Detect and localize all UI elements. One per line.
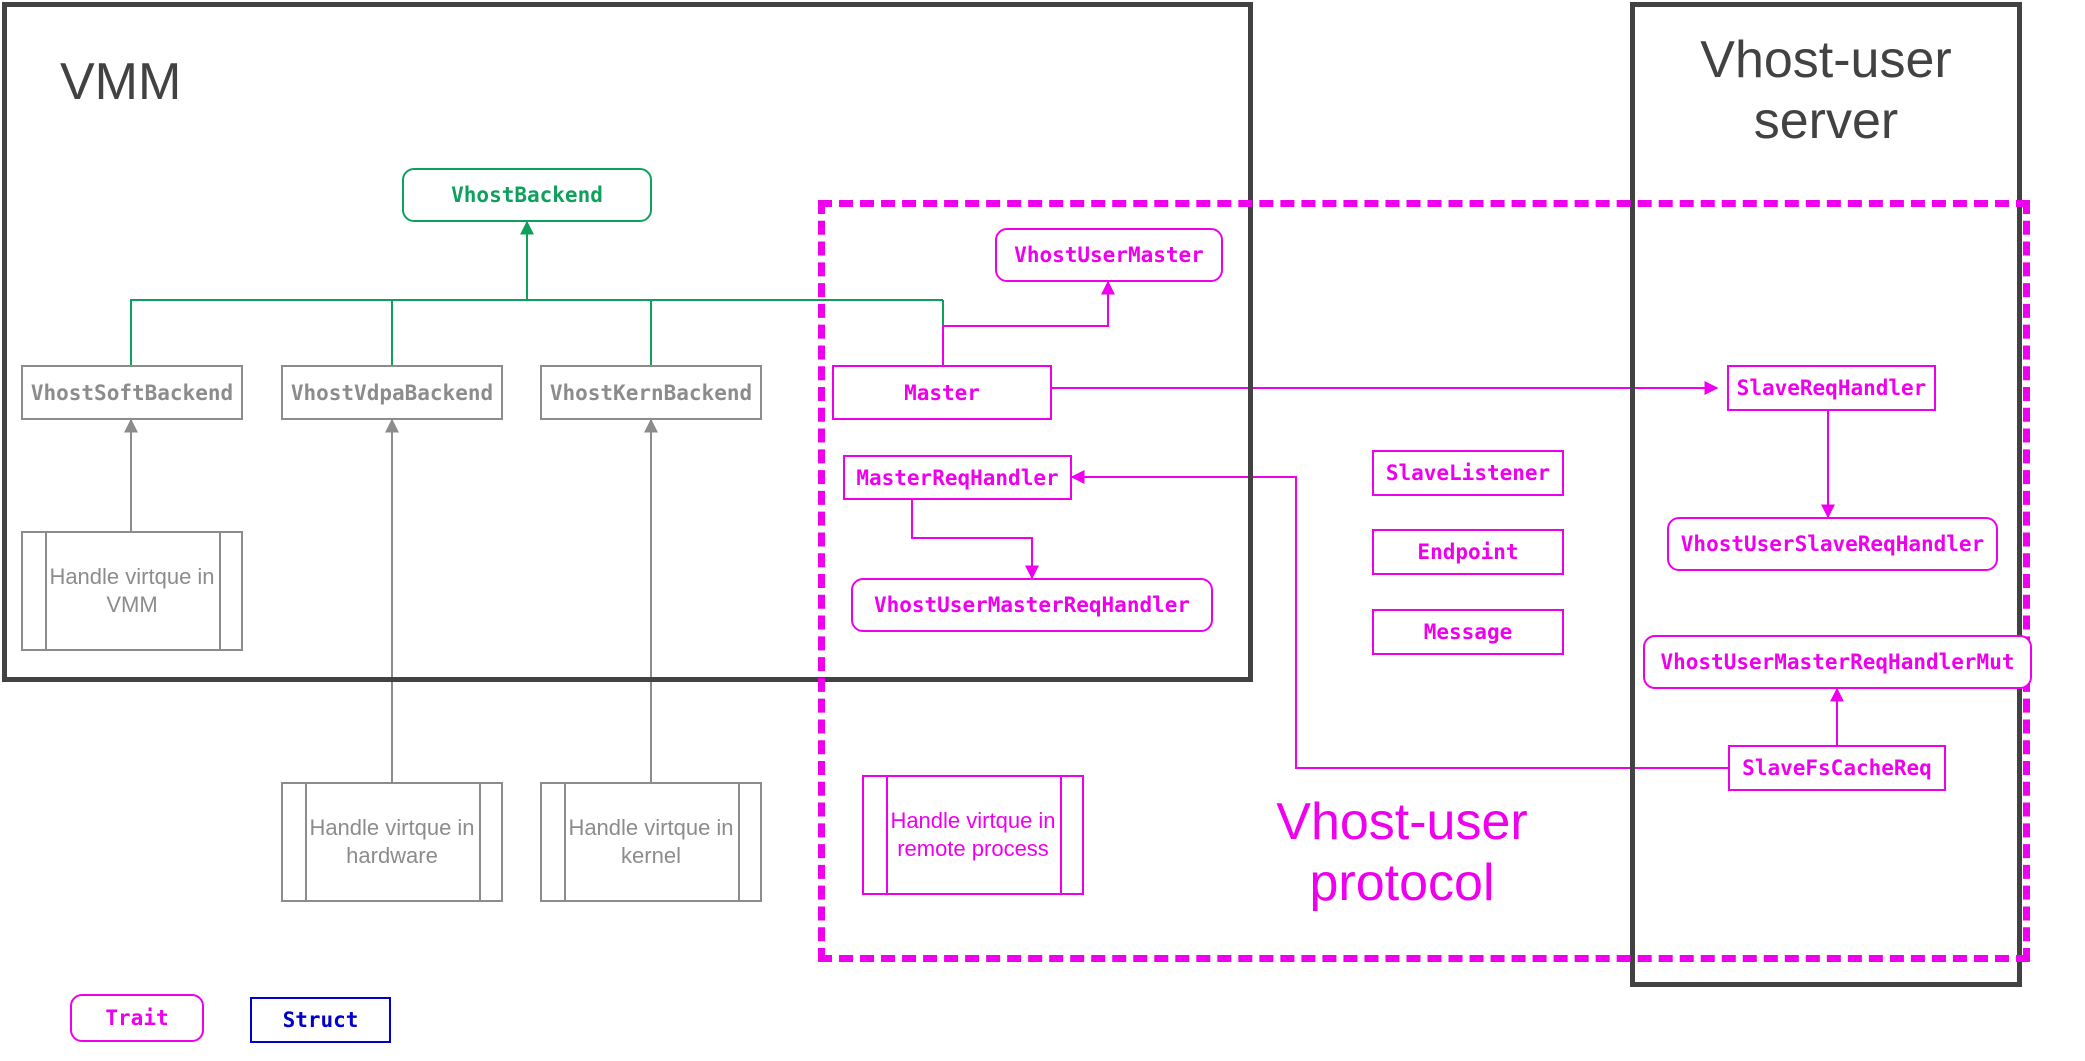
process-outline [21,531,243,651]
edge-masterreqhandler-to-vhostusermasterreqhandler [911,500,1039,580]
vhost-user-server-frame [1630,2,2022,987]
node-vhost-user-slave-req-handler[interactable]: VhostUserSlaveReqHandler [1667,517,1998,571]
node-vhost-user-master-req-handler-mut[interactable]: VhostUserMasterReqHandlerMut [1643,635,2032,689]
vhost-user-protocol-frame [818,200,2030,962]
node-vhost-soft-backend[interactable]: VhostSoftBackend [21,365,243,420]
process-right-bar [1060,775,1062,895]
process-right-bar [738,782,740,902]
node-vhost-vdpa-backend[interactable]: VhostVdpaBackend [281,365,503,420]
process-outline [281,782,503,902]
process-outline [862,775,1084,895]
node-slave-req-handler[interactable]: SlaveReqHandler [1727,365,1936,411]
vhost-user-protocol-frame-title: Vhost-user protocol [1276,793,1528,913]
process-outline [540,782,762,902]
node-slave-listener[interactable]: SlaveListener [1372,450,1564,496]
node-vhost-kern-backend[interactable]: VhostKernBackend [540,365,762,420]
process-right-bar [219,531,221,651]
process-left-bar [886,775,888,895]
node-slave-fs-cache-req[interactable]: SlaveFsCacheReq [1728,745,1946,791]
edge-vhostbackend-bus [130,220,944,365]
node-label: Handle virtque in hardware [309,814,475,868]
node-master-req-handler[interactable]: MasterReqHandler [843,455,1072,500]
process-left-bar [45,531,47,651]
vhost-user-server-frame-title: Vhost-user server [1700,31,1952,151]
edge-slavefscachereq-to-masterreqhandler [1070,470,1728,769]
node-vhost-user-master-req-handler[interactable]: VhostUserMasterReqHandler [851,578,1213,632]
vmm-frame-title: VMM [60,53,182,111]
node-label: Handle virtque in kernel [568,814,734,868]
edge-master-to-vhostusermaster [942,280,1115,365]
node-vhost-backend[interactable]: VhostBackend [402,168,652,222]
process-right-bar [479,782,481,902]
legend-trait[interactable]: Trait [70,994,204,1042]
node-label: Handle virtque in remote process [890,807,1056,861]
node-handle-virtque-in-hardware[interactable]: Handle virtque in hardware [281,782,503,902]
vmm-frame [2,2,1253,682]
node-handle-virtque-in-vmm[interactable]: Handle virtque in VMM [21,531,243,651]
legend-struct[interactable]: Struct [250,997,391,1043]
node-master[interactable]: Master [832,365,1052,420]
node-endpoint[interactable]: Endpoint [1372,529,1564,575]
node-label: Handle virtque in VMM [49,563,215,617]
edge-handle-to-backend [124,418,658,782]
node-handle-virtque-in-kernel[interactable]: Handle virtque in kernel [540,782,762,902]
node-message[interactable]: Message [1372,609,1564,655]
node-vhost-user-master[interactable]: VhostUserMaster [995,228,1223,282]
node-handle-virtque-in-remote-process[interactable]: Handle virtque in remote process [862,775,1084,895]
process-left-bar [564,782,566,902]
process-left-bar [305,782,307,902]
